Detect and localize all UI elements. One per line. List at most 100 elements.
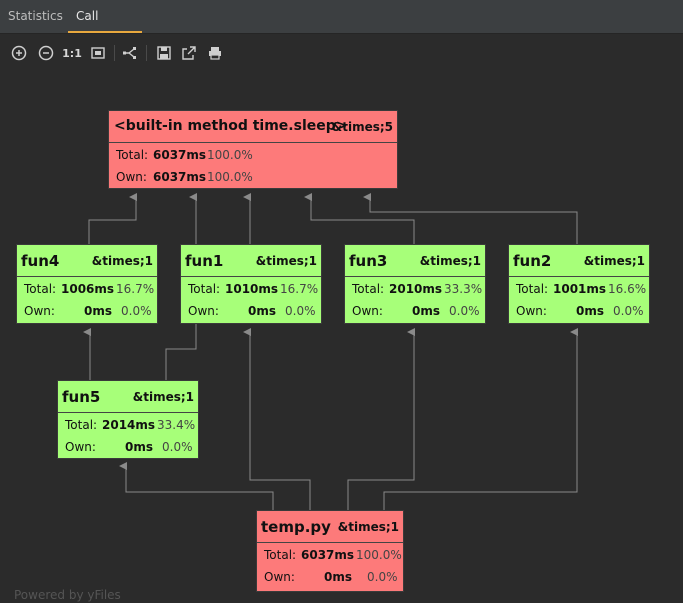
own-time: 0ms	[324, 570, 352, 584]
node-fun3[interactable]: fun3 &times;1 Total: 2010ms 33.3% Own: 0…	[344, 244, 486, 324]
own-time: 0ms	[125, 440, 153, 454]
total-label: Total:	[116, 148, 149, 162]
zoom-out-icon[interactable]	[37, 44, 55, 62]
node-count: &times;1	[91, 254, 153, 268]
node-header: fun1 &times;1	[181, 245, 321, 277]
own-time: 0ms	[412, 304, 440, 318]
total-row: Total: 2010ms 33.3%	[345, 277, 485, 299]
own-row: Own: 0ms 0.0%	[58, 435, 198, 457]
total-label: Total:	[65, 418, 98, 432]
tab-bar: Statistics Call Graph	[0, 0, 683, 56]
node-count: &times;1	[132, 390, 194, 404]
node-count: &times;1	[583, 254, 645, 268]
total-row: Total: 1001ms 16.6%	[509, 277, 649, 299]
own-label: Own:	[188, 304, 219, 318]
node-count: &times;1	[419, 254, 481, 268]
own-time: 0ms	[576, 304, 604, 318]
print-icon[interactable]	[206, 44, 224, 62]
tab-call-graph[interactable]: Call Graph	[68, 0, 142, 56]
edge-fun2-sleep	[363, 193, 578, 244]
total-label: Total:	[24, 282, 57, 296]
actual-size-label: 1:1	[62, 46, 82, 60]
total-label: Total:	[352, 282, 385, 296]
total-row: Total: 1006ms 16.7%	[17, 277, 157, 299]
total-percent: 33.3%	[444, 282, 483, 296]
actual-size-button[interactable]: 1:1	[62, 44, 82, 62]
toolbar: 1:1	[0, 34, 683, 72]
own-percent: 0.0%	[367, 570, 398, 584]
own-time: 6037ms	[153, 170, 207, 184]
own-row: Own: 0ms 0.0%	[257, 565, 403, 587]
total-row: Total: 6037ms 100.0%	[109, 143, 397, 165]
own-percent: 100.0%	[207, 170, 253, 184]
own-row: Own: 0ms 0.0%	[17, 299, 157, 321]
save-icon[interactable]	[155, 44, 173, 62]
node-count: &times;1	[337, 520, 399, 534]
node-header: fun3 &times;1	[345, 245, 485, 277]
node-name: fun4	[21, 252, 60, 270]
node-name: fun2	[513, 252, 552, 270]
node-time-sleep[interactable]: <built-in method time.sleep> &times;5 To…	[108, 110, 398, 189]
edge-temp-fun3	[347, 328, 415, 510]
node-header: fun4 &times;1	[17, 245, 157, 277]
powered-by-label: Powered by yFiles	[14, 588, 121, 602]
node-count: &times;5	[331, 120, 393, 134]
export-icon[interactable]	[180, 44, 198, 62]
own-time: 0ms	[248, 304, 276, 318]
total-label: Total:	[188, 282, 221, 296]
node-name: fun1	[185, 252, 224, 270]
toolbar-separator	[114, 45, 115, 61]
own-time: 0ms	[84, 304, 112, 318]
total-percent: 16.6%	[608, 282, 647, 296]
toolbar-separator	[146, 45, 147, 61]
node-count: &times;1	[255, 254, 317, 268]
node-name: fun3	[349, 252, 388, 270]
total-percent: 100.0%	[356, 548, 402, 562]
total-time: 1006ms	[61, 282, 115, 296]
fit-content-icon[interactable]	[89, 44, 107, 62]
own-row: Own: 0ms 0.0%	[345, 299, 485, 321]
node-fun1[interactable]: fun1 &times;1 Total: 1010ms 16.7% Own: 0…	[180, 244, 322, 324]
total-percent: 16.7%	[280, 282, 319, 296]
node-name: temp.py	[261, 518, 331, 536]
total-label: Total:	[264, 548, 297, 562]
tab-statistics[interactable]: Statistics	[8, 9, 63, 23]
total-row: Total: 6037ms 100.0%	[257, 543, 403, 565]
own-row: Own: 0ms 0.0%	[181, 299, 321, 321]
total-row: Total: 2014ms 33.4%	[58, 413, 198, 435]
edge-temp-fun5	[119, 462, 274, 510]
own-percent: 0.0%	[613, 304, 644, 318]
own-label: Own:	[65, 440, 96, 454]
total-time: 1001ms	[553, 282, 607, 296]
zoom-in-icon[interactable]	[10, 44, 28, 62]
node-name: <built-in method time.sleep>	[114, 118, 348, 134]
own-row: Own: 6037ms 100.0%	[109, 165, 397, 187]
total-time: 2014ms	[102, 418, 156, 432]
call-graph-canvas[interactable]: <built-in method time.sleep> &times;5 To…	[6, 72, 683, 603]
total-time: 1010ms	[225, 282, 279, 296]
own-label: Own:	[24, 304, 55, 318]
own-percent: 0.0%	[162, 440, 193, 454]
node-header: temp.py &times;1	[257, 511, 403, 543]
edge-fun3-sleep	[304, 193, 415, 244]
total-percent: 100.0%	[207, 148, 253, 162]
own-percent: 0.0%	[121, 304, 152, 318]
node-fun2[interactable]: fun2 &times;1 Total: 1001ms 16.6% Own: 0…	[508, 244, 650, 324]
total-time: 6037ms	[301, 548, 355, 562]
own-percent: 0.0%	[449, 304, 480, 318]
total-label: Total:	[516, 282, 549, 296]
own-label: Own:	[116, 170, 147, 184]
call-edges	[83, 193, 578, 510]
own-label: Own:	[352, 304, 383, 318]
node-header: <built-in method time.sleep> &times;5	[109, 111, 397, 143]
layout-icon[interactable]	[121, 44, 139, 62]
own-label: Own:	[264, 570, 295, 584]
node-fun5[interactable]: fun5 &times;1 Total: 2014ms 33.4% Own: 0…	[57, 380, 199, 459]
total-time: 2010ms	[389, 282, 443, 296]
node-fun4[interactable]: fun4 &times;1 Total: 1006ms 16.7% Own: 0…	[16, 244, 158, 324]
edge-temp-fun1	[243, 328, 311, 510]
node-header: fun5 &times;1	[58, 381, 198, 413]
node-name: fun5	[62, 388, 101, 406]
node-temp-py[interactable]: temp.py &times;1 Total: 6037ms 100.0% Ow…	[256, 510, 404, 592]
own-percent: 0.0%	[285, 304, 316, 318]
